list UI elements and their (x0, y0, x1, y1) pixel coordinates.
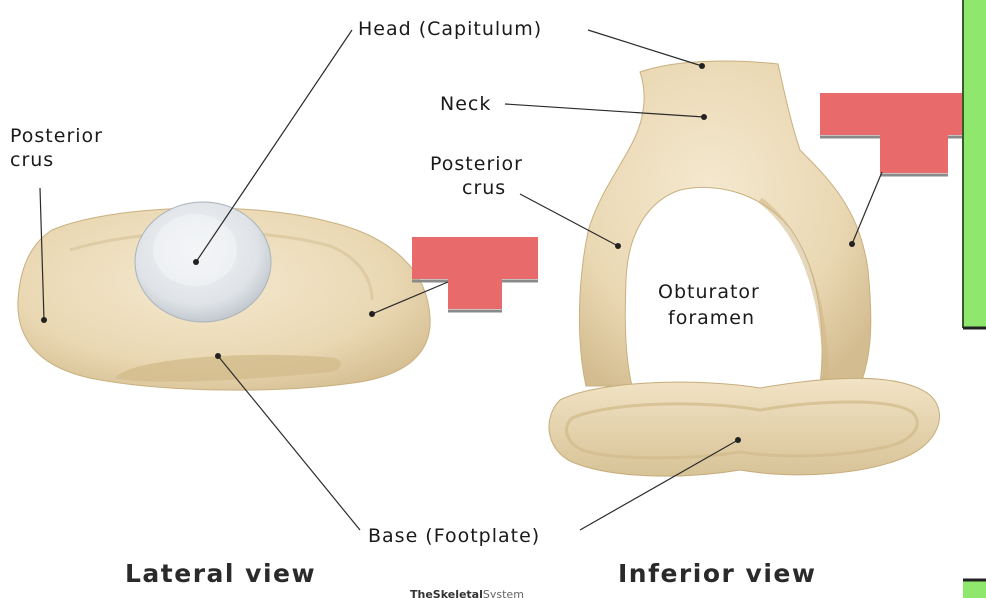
leader-lines (39, 29, 883, 531)
head-cap-highlight (153, 214, 237, 286)
title-lateral-view: Lateral view (125, 559, 316, 588)
redaction-left (412, 237, 538, 313)
label-obturator-foramen-line1: Obturator (658, 281, 760, 303)
label-posterior-crus-right-line1: Posterior (430, 153, 523, 175)
inferior-arch (578, 60, 872, 387)
inferior-view-bone (548, 60, 940, 477)
watermark-brand-light: System (483, 588, 524, 598)
redaction-right (820, 93, 986, 177)
label-posterior-crus-left-line2: crus (10, 149, 54, 171)
inferior-footplate-rim (565, 400, 919, 460)
lateral-ridge (69, 230, 374, 301)
label-posterior-crus-left-line1: Posterior (10, 125, 103, 147)
title-inferior-view: Inferior view (618, 559, 816, 588)
watermark: TheSkeletalSystem (410, 588, 524, 598)
label-head-capitulum: Head (Capitulum) (358, 18, 542, 40)
side-panel-edge (962, 0, 986, 598)
inferior-footplate (548, 377, 940, 477)
label-posterior-crus-right-line2: crus (462, 177, 506, 199)
label-neck: Neck (440, 93, 491, 115)
label-obturator-foramen-line2: foramen (668, 307, 755, 329)
watermark-brand-bold: TheSkeletal (410, 588, 483, 598)
inferior-arch-inner-shadow (758, 197, 829, 381)
lateral-view-bone (17, 201, 431, 391)
svg-text:TheSkeletalSystem: TheSkeletalSystem (410, 588, 524, 598)
label-base-footplate: Base (Footplate) (368, 525, 540, 547)
